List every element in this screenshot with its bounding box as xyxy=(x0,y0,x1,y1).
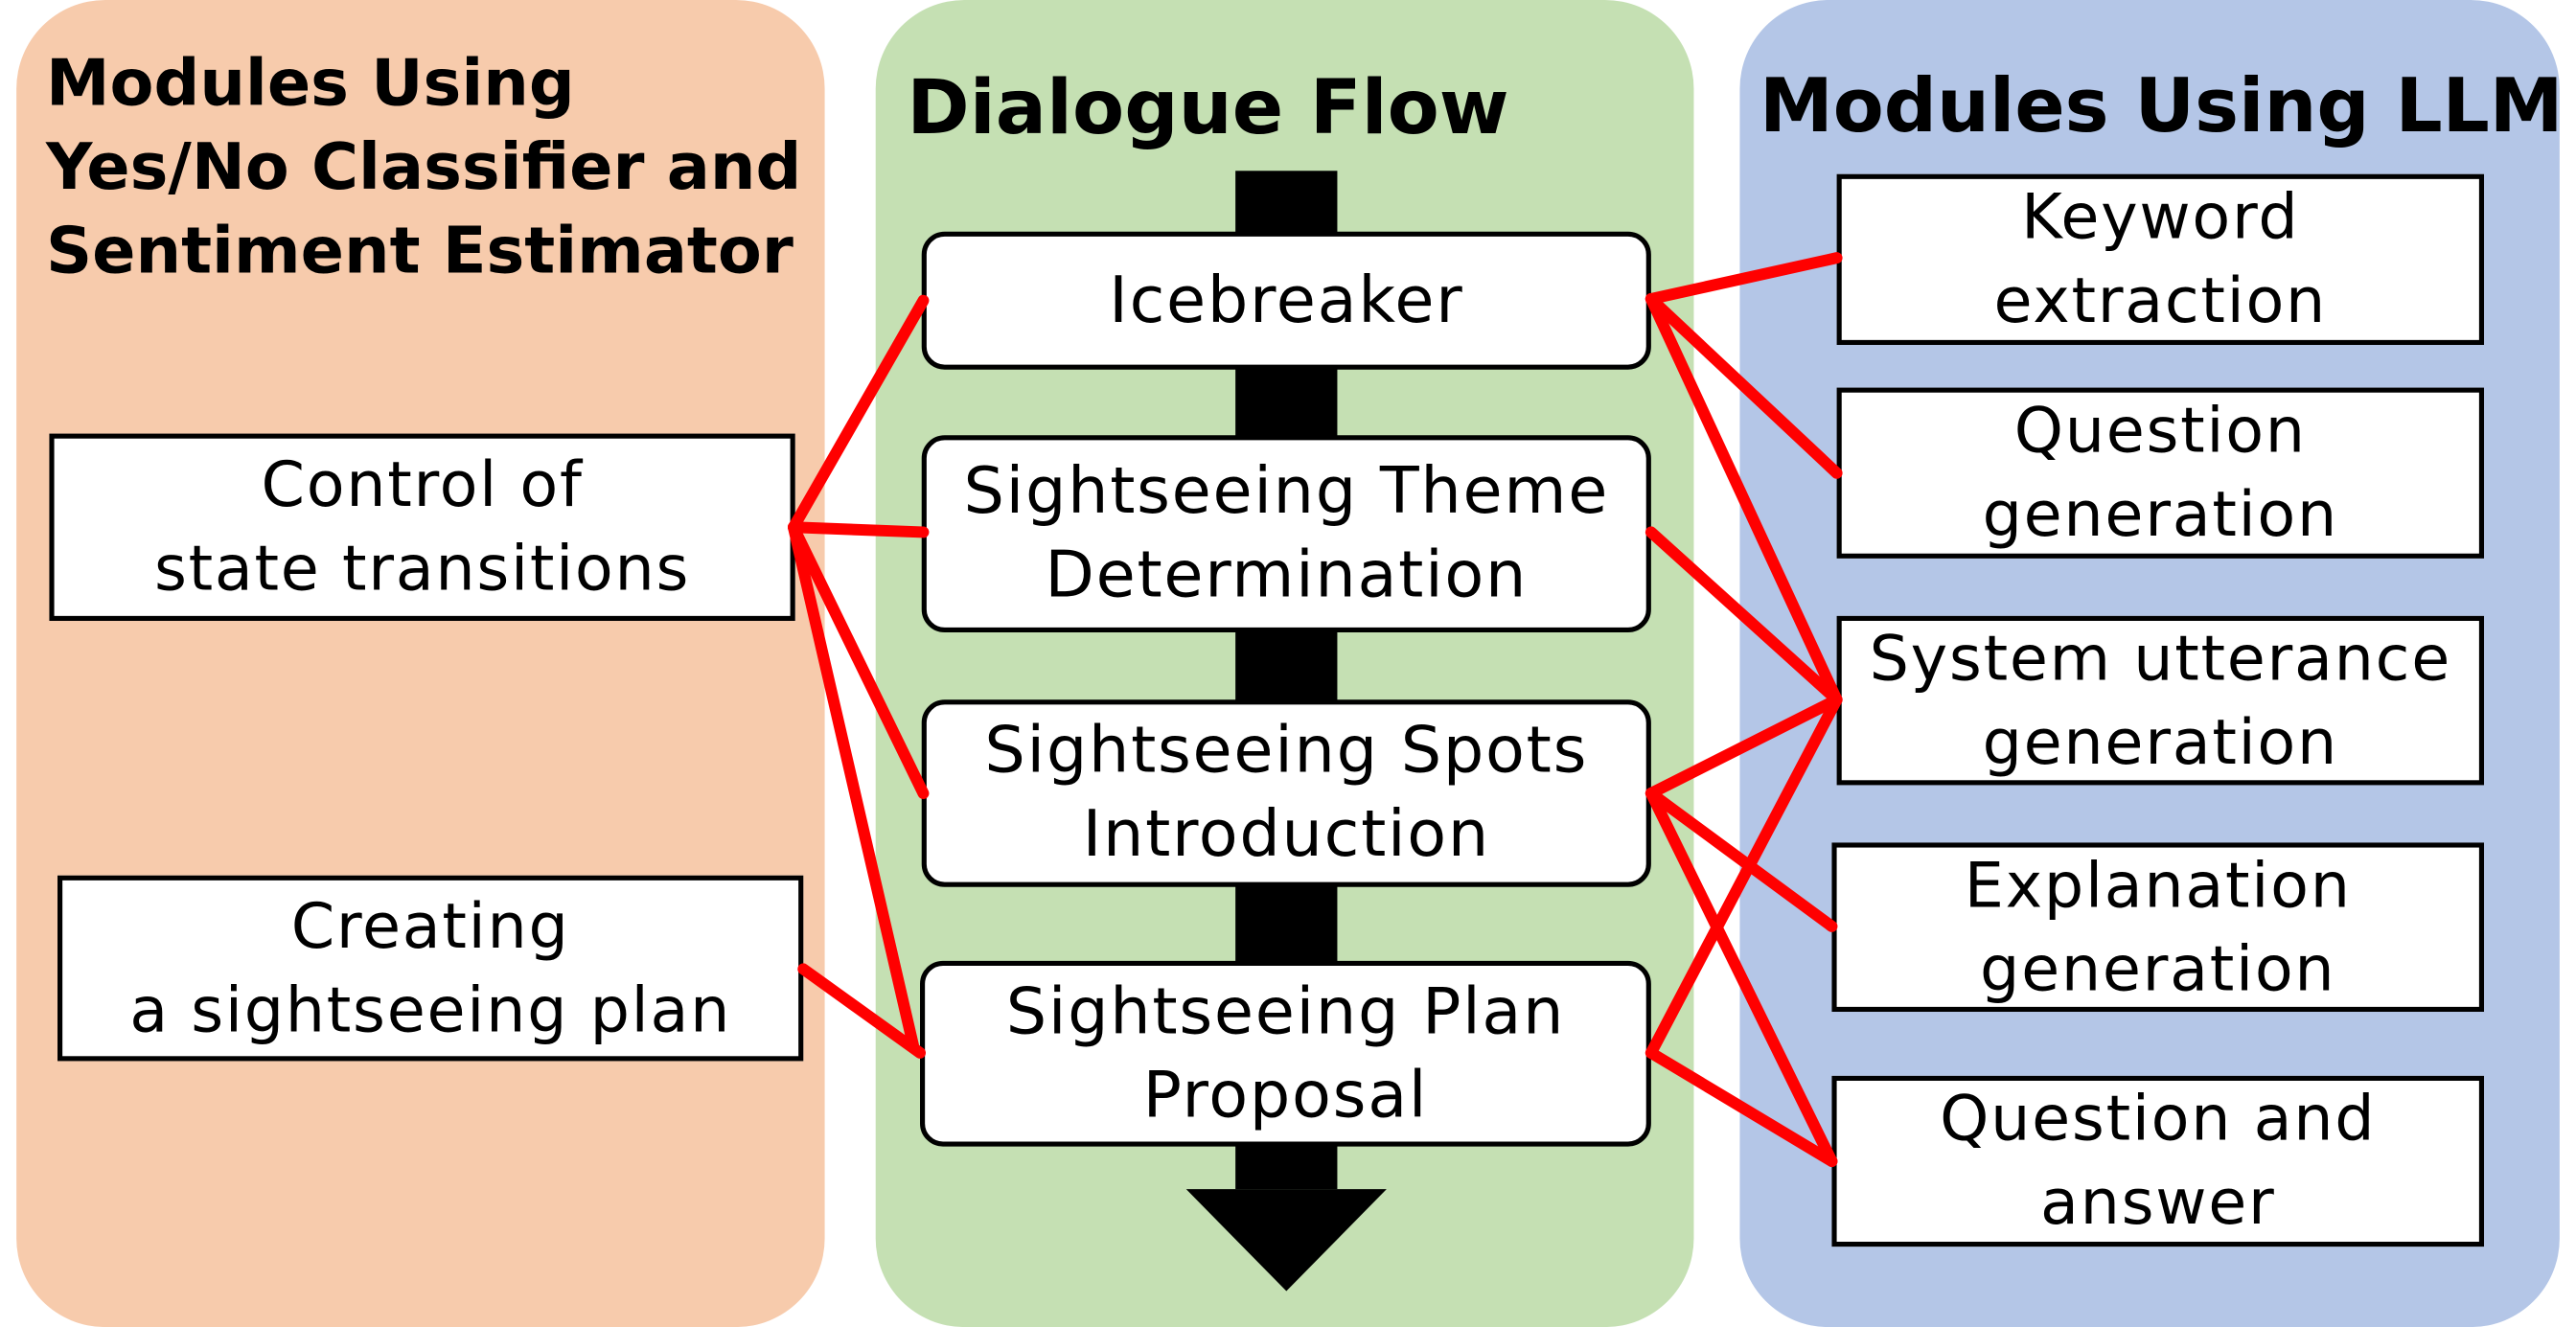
module-creating-sightseeing-plan: Creating a sightseeing plan xyxy=(58,875,804,1062)
connector-spots-explanation xyxy=(1644,788,1838,932)
connector-icebreaker-utterance xyxy=(1644,293,1843,706)
connector-creating-plan xyxy=(797,963,927,1059)
connector-control-plan xyxy=(788,521,920,1053)
module-keyword-extraction: Keyword extraction xyxy=(1836,173,2485,346)
state-icebreaker: Icebreaker xyxy=(921,231,1651,370)
state-plan-proposal: Sightseeing Plan Proposal xyxy=(920,960,1651,1147)
connector-plan-utterance xyxy=(1644,694,1843,1059)
module-control-state-transitions: Control of state transitions xyxy=(49,433,795,622)
connector-icebreaker-keyword xyxy=(1644,252,1843,306)
connector-theme-utterance xyxy=(1644,526,1843,706)
connector-plan-qa xyxy=(1644,1046,1838,1168)
left-panel-title: Modules Using Yes/No Classifier and Sent… xyxy=(46,47,802,289)
connector-control-theme xyxy=(788,521,930,538)
connector-control-icebreaker xyxy=(788,294,930,534)
connector-spots-qa xyxy=(1644,788,1838,1168)
module-explanation-generation: Explanation generation xyxy=(1831,842,2485,1013)
connector-control-spots xyxy=(788,521,930,800)
right-panel-title: Modules Using LLM xyxy=(1760,62,2564,150)
left-panel xyxy=(16,0,825,1327)
connector-icebreaker-question xyxy=(1644,293,1843,479)
connector-spots-utterance xyxy=(1644,694,1843,800)
module-system-utterance-generation: System utterance generation xyxy=(1836,615,2485,786)
flow-arrow-head xyxy=(1185,1189,1387,1292)
state-theme-determination: Sightseeing Theme Determination xyxy=(921,435,1651,633)
state-spots-introduction: Sightseeing Spots Introduction xyxy=(921,699,1651,887)
middle-panel-title: Dialogue Flow xyxy=(907,62,1509,151)
